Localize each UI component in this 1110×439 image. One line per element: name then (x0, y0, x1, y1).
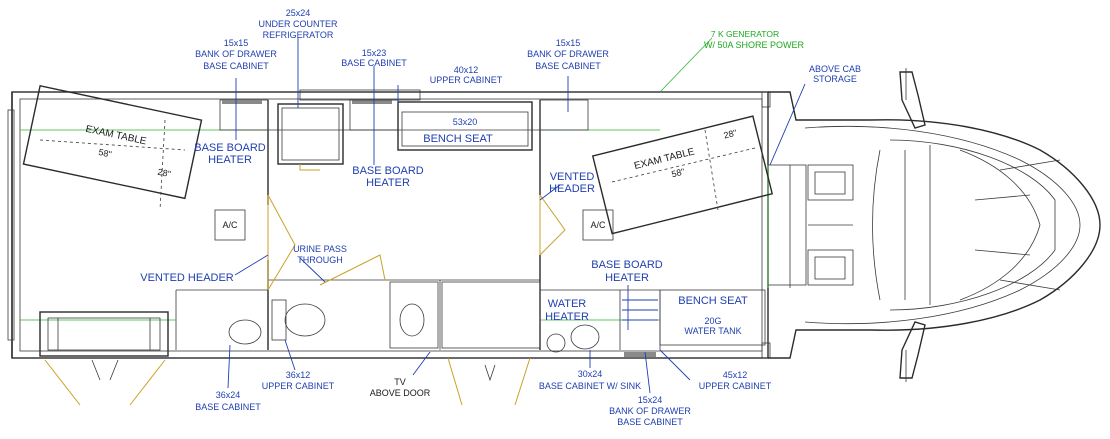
water-tank-label: WATER TANK (684, 326, 741, 336)
bottom-fixtures (39, 281, 656, 357)
upper-45x12-text: UPPER CABINET (699, 381, 772, 391)
under-counter-ref-text2: REFRIGERATOR (263, 30, 334, 40)
top-cabinets (219, 89, 589, 171)
bbh-mid-text: BASE BOARD (352, 165, 424, 177)
exam-table-left (22, 84, 203, 211)
base-15x23-text: BASE CABINET (341, 58, 407, 68)
exam-table-left-width: 28" (157, 167, 172, 180)
sink-cab-text: BASE CABINET W/ SINK (539, 381, 641, 391)
base-36x24-dim: 36x24 (216, 390, 241, 400)
tv-above-door-label: ABOVE DOOR (370, 388, 431, 398)
bench-top-label: BENCH SEAT (423, 133, 493, 145)
water-tank-size: 20G (704, 316, 721, 326)
bbh-mid-text2: HEATER (366, 177, 410, 189)
above-cab-label: ABOVE CAB (809, 64, 861, 74)
exam-table-right-width: 28" (723, 128, 738, 141)
leader-lines (227, 37, 806, 394)
ac-right-label: A/C (590, 220, 606, 230)
bank-bottom-text2: BASE CABINET (617, 417, 683, 427)
base-15x23-dim: 15x23 (362, 48, 387, 58)
bank-right-text2: BASE CABINET (535, 61, 601, 71)
ac-left-label: A/C (222, 220, 238, 230)
labels: 25x24 UNDER COUNTER REFRIGERATOR 15x15 B… (85, 8, 861, 427)
ac-unit-left (214, 209, 246, 241)
urine-pass-label2: THROUGH (297, 255, 343, 265)
upper-36x12-text: UPPER CABINET (262, 381, 335, 391)
bench-top-dim: 53x20 (453, 117, 478, 127)
tv-label: TV (394, 377, 406, 387)
vented-header-right: VENTED (550, 171, 595, 183)
shore-power-label: W/ 50A SHORE POWER (704, 40, 805, 50)
bank-right-text: BANK OF DRAWER (527, 49, 609, 59)
exam-table-right-label: EXAM TABLE (633, 146, 696, 172)
bank-left-dim: 15x15 (224, 38, 249, 48)
upper-40x12-dim: 40x12 (454, 65, 479, 75)
bbh-right-text: BASE BOARD (591, 259, 663, 271)
vented-header-right2: HEADER (549, 183, 595, 195)
under-counter-ref-dim: 25x24 (286, 8, 311, 18)
urine-pass-label: URINE PASS (293, 244, 347, 254)
generator-label: 7 K GENERATOR (711, 29, 779, 39)
bank-right-dim: 15x15 (556, 38, 581, 48)
exam-table-right-length: 58" (670, 166, 685, 179)
exam-table-right (591, 115, 774, 235)
storage-label: STORAGE (813, 74, 857, 84)
upper-36x12-dim: 36x12 (286, 370, 311, 380)
bbh-left-text2: HEATER (208, 154, 252, 166)
doors (44, 194, 566, 406)
base-36x24-text: BASE CABINET (195, 402, 261, 412)
exam-table-left-length: 58" (98, 147, 113, 160)
bbh-right-text2: HEATER (605, 272, 649, 284)
bank-left-text2: BASE CABINET (203, 61, 269, 71)
vented-header-left: VENTED HEADER (140, 272, 234, 284)
water-heater-text2: HEATER (545, 311, 589, 323)
bank-bottom-text: BANK OF DRAWER (609, 406, 691, 416)
bench-right-label: BENCH SEAT (678, 295, 748, 307)
truck-cab (767, 68, 1101, 382)
bbh-left-text: BASE BOARD (194, 142, 266, 154)
water-heater-text: WATER (548, 298, 587, 310)
upper-40x12-text: UPPER CABINET (430, 75, 503, 85)
ac-unit-right (582, 209, 614, 241)
sink-cab-dim: 30x24 (578, 369, 603, 379)
bank-bottom-dim: 15x24 (638, 395, 663, 405)
under-counter-ref-text: UNDER COUNTER (258, 19, 338, 29)
upper-45x12-dim: 45x12 (723, 370, 748, 380)
bank-left-text: BANK OF DRAWER (195, 49, 277, 59)
